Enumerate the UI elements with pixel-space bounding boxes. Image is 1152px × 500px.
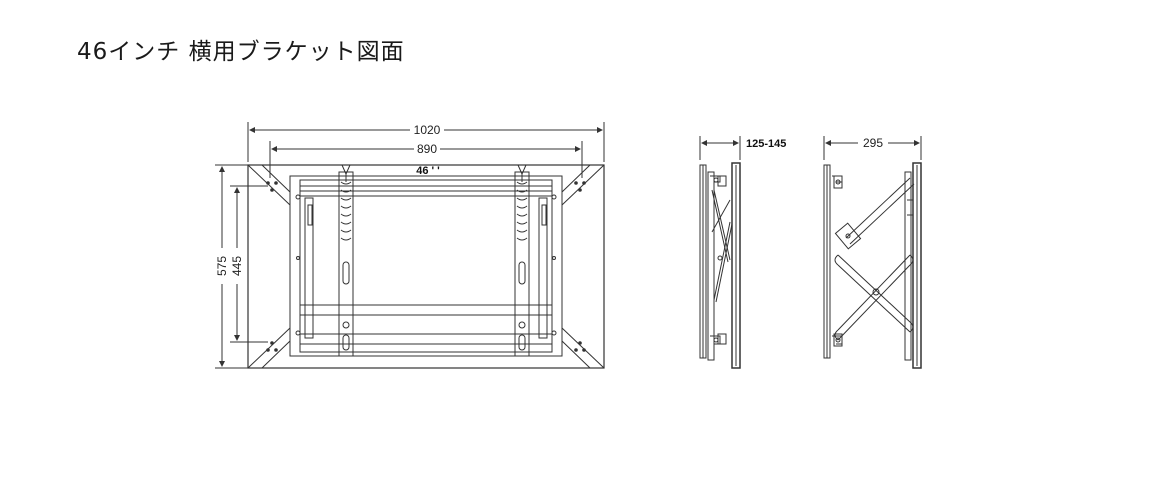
- dim-label-445: 445: [230, 256, 244, 276]
- dim-label-890: 890: [417, 142, 437, 156]
- corner-holes: [266, 181, 586, 352]
- left-vertical-arm: [338, 164, 354, 357]
- dim-line-890: [269, 141, 583, 178]
- dim-label-295: 295: [863, 136, 883, 150]
- side-view-extended: [823, 136, 922, 369]
- right-vertical-arm: [514, 164, 530, 357]
- corner-chamfers: [247, 164, 605, 369]
- front-view: [215, 122, 605, 369]
- screen-size-label: 46 ' ': [416, 165, 440, 177]
- dim-label-1020: 1020: [414, 123, 441, 137]
- dim-line-445: [230, 185, 268, 343]
- side-view-folded: [699, 136, 741, 369]
- dim-line-575: [215, 164, 248, 369]
- page-title: 46インチ 横用ブラケット図面: [77, 39, 405, 65]
- dim-line-1020: [247, 122, 605, 162]
- dim-label-575: 575: [215, 256, 229, 276]
- dim-label-125-145: 125-145: [746, 138, 786, 150]
